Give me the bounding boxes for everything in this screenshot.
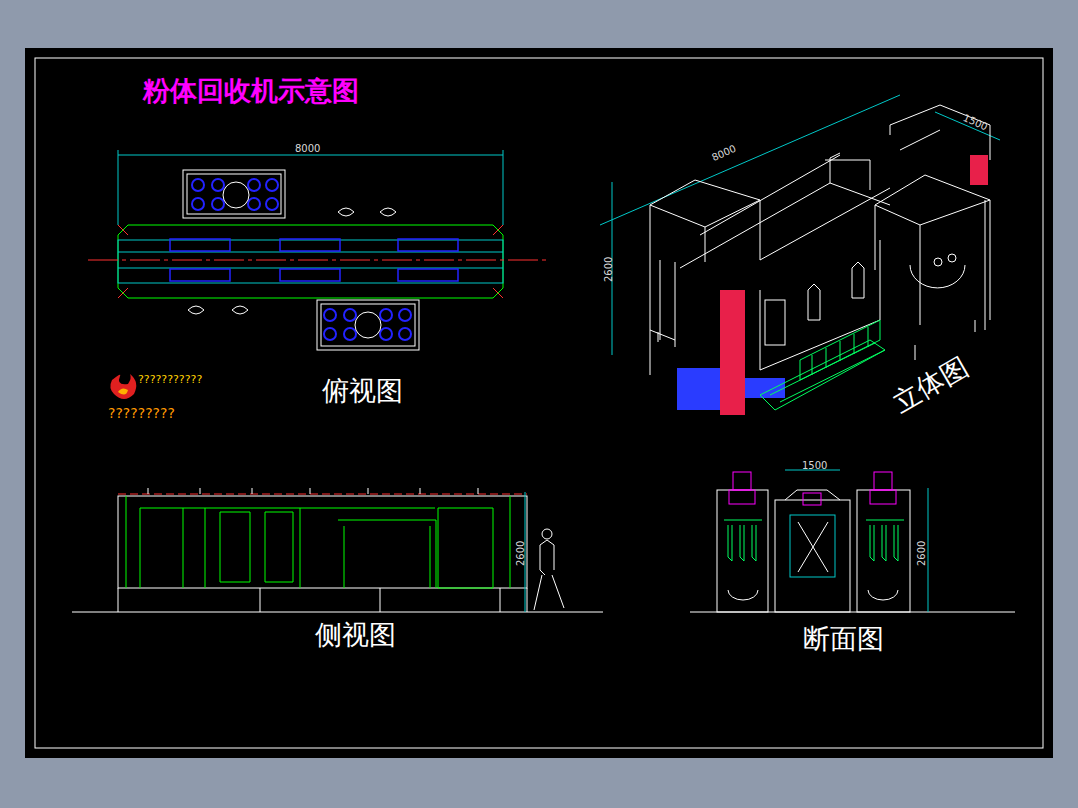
view-label: 俯视图 xyxy=(322,376,403,406)
dimension-text: 2600 xyxy=(515,541,526,566)
dimension-text: 1500 xyxy=(802,460,827,471)
logo-text: ??????????? xyxy=(138,374,202,386)
drawing-title: 粉体回收机示意图 xyxy=(143,76,359,106)
view-label: 侧视图 xyxy=(315,620,396,650)
view-label: 断面图 xyxy=(803,624,884,654)
dimension-text: 2600 xyxy=(603,257,614,282)
logo-text: ????????? xyxy=(108,406,175,421)
dimension-text: 2600 xyxy=(916,541,927,566)
dimension-text: 8000 xyxy=(295,143,320,154)
